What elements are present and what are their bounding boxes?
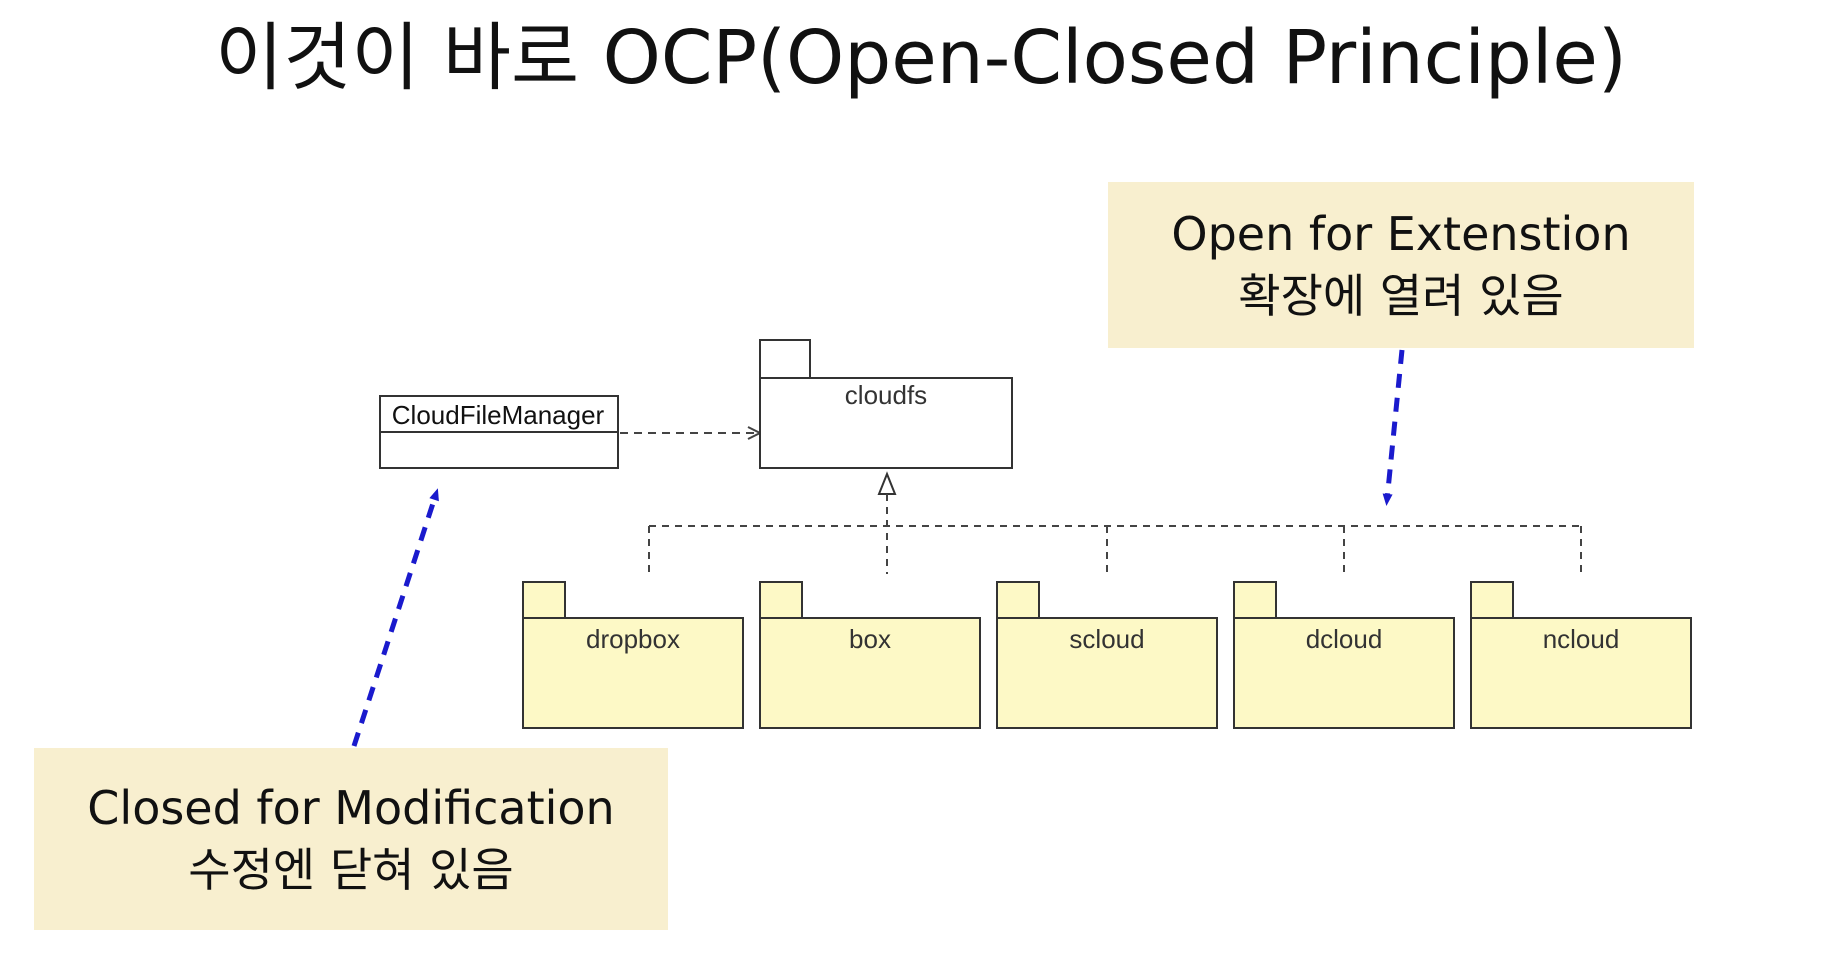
- package-name: ncloud: [1543, 624, 1620, 654]
- package-cloudfs: cloudfs: [759, 339, 1013, 469]
- package-name: cloudfs: [845, 380, 927, 410]
- package-name: scloud: [1069, 624, 1144, 654]
- realization-connectors: [648, 471, 1582, 574]
- note-line-ko: 확장에 열려 있음: [1238, 269, 1564, 323]
- package-ncloud: ncloud: [1470, 581, 1692, 729]
- closed-for-modification-note: Closed for Modification 수정엔 닫혀 있음: [34, 748, 668, 930]
- open-for-extension-note: Open for Extenstion 확장에 열려 있음: [1108, 182, 1694, 348]
- package-name: box: [849, 624, 891, 654]
- package-dcloud: dcloud: [1233, 581, 1455, 729]
- note-line-en: Open for Extenstion: [1171, 207, 1631, 261]
- page-title: 이것이 바로 OCP(Open-Closed Principle): [215, 15, 1627, 101]
- package-box: box: [759, 581, 981, 729]
- package-name: dcloud: [1306, 624, 1383, 654]
- note-line-en: Closed for Modification: [87, 781, 615, 835]
- class-name: CloudFileManager: [392, 400, 605, 430]
- package-scloud: scloud: [996, 581, 1218, 729]
- class-cloudfilemanager: CloudFileManager: [379, 395, 619, 469]
- open-note-arrow: [1382, 349, 1405, 506]
- note-line-ko: 수정엔 닫혀 있음: [188, 843, 514, 897]
- package-name: dropbox: [586, 624, 680, 654]
- package-dropbox: dropbox: [522, 581, 744, 729]
- closed-note-arrow: [351, 488, 439, 747]
